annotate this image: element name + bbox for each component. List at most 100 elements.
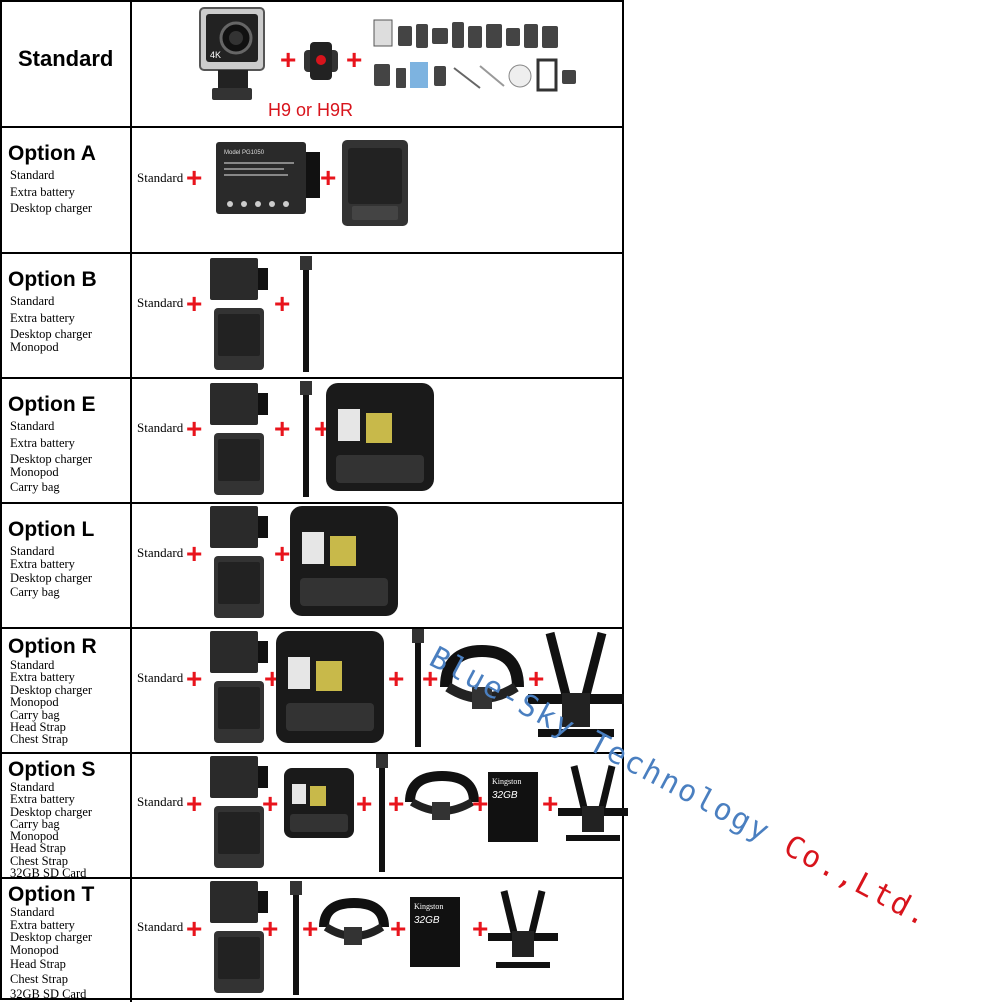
head-strap-icon [440, 644, 524, 709]
battery-model-label: Model PG1050 [224, 150, 265, 156]
item: Desktop charger [10, 327, 93, 341]
item: Chest Strap [10, 971, 68, 986]
option-l-label-cell: Option L Standard Extra battery Desktop … [2, 504, 132, 627]
chest-strap-icon [488, 890, 558, 968]
item: Extra battery [10, 185, 75, 199]
item: Standard [10, 544, 55, 558]
option-a-label-cell: Option A Standard Extra battery Desktop … [2, 128, 132, 252]
item: Extra battery [10, 557, 75, 571]
plus-sign: + [186, 538, 203, 569]
row-option-e: Option E Standard Extra battery Desktop … [2, 379, 622, 504]
chest-strap-icon [528, 631, 624, 737]
item: 32GB SD Card [10, 866, 87, 881]
item: 32GB SD Card [10, 986, 87, 1001]
option-b-title: Option B [8, 268, 97, 291]
plus-sign: + [274, 413, 291, 444]
monopod-icon [300, 256, 312, 372]
item: Extra battery [10, 311, 75, 325]
standard-label: Standard [137, 794, 184, 809]
item: Head Strap [10, 957, 66, 972]
battery-charger-icon [210, 383, 268, 495]
row-option-r: Option R Standard Extra battery Desktop … [2, 629, 624, 754]
row-option-t: Option T Standard Extra battery Desktop … [2, 879, 622, 1002]
item: Extra battery [10, 670, 75, 685]
option-a-content: Standard + Model PG1050 + [134, 128, 622, 252]
accessories-icon [373, 19, 576, 92]
package-options-table: Standard 4K + + [0, 0, 628, 1002]
carry-bag-icon [326, 383, 434, 491]
plus-sign: + [186, 788, 203, 819]
option-r-label-cell: Option R Standard Extra battery Desktop … [2, 629, 132, 752]
battery-charger-icon [210, 756, 268, 868]
battery-charger-icon [210, 258, 268, 370]
sd-card-icon: Kingston 32GB [410, 897, 460, 967]
carry-bag-icon [276, 631, 384, 743]
row-option-a: Option A Standard Extra battery Desktop … [2, 128, 622, 254]
option-l-items: Standard Extra battery Desktop charger C… [10, 545, 92, 599]
option-b-content: Standard + + [134, 254, 622, 377]
standard-label: Standard [137, 420, 184, 435]
plus-sign: + [528, 663, 545, 694]
plus-sign: + [274, 288, 291, 319]
standard-label: Standard [137, 170, 184, 185]
option-r-content: Standard + + + + [134, 629, 624, 752]
standard-label: Standard [137, 295, 184, 310]
sd-card-size: 32GB [414, 915, 440, 926]
item: Extra battery [10, 917, 75, 932]
row-standard: Standard 4K + + [2, 2, 622, 128]
standard-label: Standard [137, 919, 184, 934]
item: Desktop charger [10, 804, 93, 819]
option-s-title: Option S [8, 758, 96, 781]
camera-4k-label: 4K [210, 50, 221, 60]
plus-sign: + [388, 788, 405, 819]
item: Monopod [10, 695, 59, 710]
battery-charger-icon [210, 506, 268, 618]
head-strap-icon [405, 770, 479, 820]
item: Extra battery [10, 436, 75, 450]
plus-sign: + [390, 913, 407, 944]
sd-card-brand: Kingston [414, 902, 443, 911]
option-s-label-cell: Option S Standard Extra battery Desktop … [2, 754, 132, 881]
item: Desktop charger [10, 930, 93, 945]
item: Carry bag [10, 585, 60, 599]
plus-sign: + [262, 788, 279, 819]
item: Standard [10, 294, 55, 308]
item: Chest Strap [10, 853, 68, 868]
carry-bag-icon [284, 768, 354, 838]
item: Carry bag [10, 480, 60, 494]
option-b-items: Standard Extra battery Desktop charger M… [10, 295, 92, 354]
plus-sign: + [186, 162, 203, 193]
sd-card-brand: Kingston [492, 777, 521, 786]
option-a-title: Option A [8, 142, 96, 165]
option-r-items: Standard Extra battery Desktop charger M… [10, 659, 92, 746]
item: Head Strap [10, 841, 66, 856]
item: Desktop charger [10, 452, 93, 466]
option-e-content: Standard + + + [134, 379, 622, 502]
plus-sign: + [346, 44, 363, 75]
plus-sign: + [302, 913, 319, 944]
row-standard-content: 4K + + [134, 2, 622, 126]
model-label: H9 or H9R [268, 100, 354, 120]
plus-sign: + [356, 788, 373, 819]
plus-sign: + [320, 162, 337, 193]
item: Standard [10, 658, 55, 672]
plus-sign: + [186, 413, 203, 444]
battery-charger-icon [210, 631, 268, 743]
plus-sign: + [262, 913, 279, 944]
item: Head Strap [10, 720, 66, 735]
item: Desktop charger [10, 201, 93, 215]
monopod-icon [290, 881, 302, 995]
plus-sign: + [388, 663, 405, 694]
item: Carry bag [10, 707, 60, 722]
item: Standard [10, 905, 55, 919]
watermark-red-text: Co.,Ltd. [777, 828, 936, 935]
plus-sign: + [186, 288, 203, 319]
option-l-content: Standard + + [134, 504, 622, 627]
plus-sign: + [186, 913, 203, 944]
option-l-title: Option L [8, 518, 95, 541]
item: Desktop charger [10, 682, 93, 697]
option-e-title: Option E [8, 393, 96, 416]
option-e-items: Standard Extra battery Desktop charger M… [10, 420, 92, 494]
row-standard-label-cell: Standard [2, 2, 132, 126]
option-t-items: Standard Extra battery Desktop charger M… [10, 906, 92, 1000]
